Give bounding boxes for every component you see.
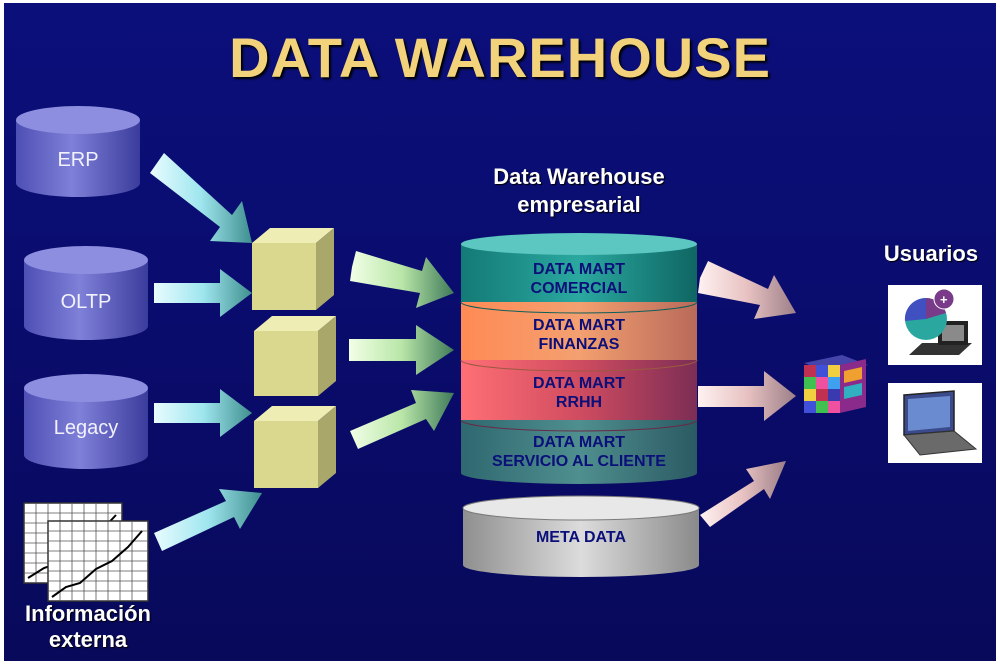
erp-database-icon: [16, 106, 140, 197]
warehouse-heading: Data Warehouse empresarial: [464, 163, 694, 219]
arrow-icon: [150, 153, 252, 243]
staging-cube-icon: [254, 406, 336, 488]
arrow-icon: [350, 390, 454, 449]
user-laptop-chart-icon: +: [888, 285, 982, 365]
mart-line2: SERVICIO AL CLIENTE: [492, 453, 666, 470]
arrow-icon: [349, 325, 454, 375]
arrow-icon: [698, 261, 796, 319]
arrow-icon: [154, 489, 262, 551]
slide: DATA WAREHOUSE: [4, 3, 996, 661]
diagram-canvas: +: [16, 106, 982, 602]
metadata-cylinder: [462, 495, 700, 577]
external-info-line2: externa: [48, 627, 128, 652]
oltp-database-icon: [24, 246, 148, 340]
arrow-icon: [350, 251, 454, 308]
legacy-database-icon: [24, 374, 148, 469]
svg-text:+: +: [940, 292, 948, 307]
mart-line1: DATA MART: [532, 317, 626, 334]
data-mart-comercial: DATA MART COMERCIAL: [461, 260, 697, 298]
data-mart-rrhh: DATA MART RRHH: [461, 374, 697, 412]
arrow-icon: [154, 269, 252, 317]
staging-cube-icon: [254, 316, 336, 396]
mart-line1: DATA MART: [532, 375, 626, 392]
data-mart-finanzas: DATA MART FINANZAS: [461, 316, 697, 354]
mart-line2: COMERCIAL: [530, 280, 628, 297]
mart-line1: DATA MART: [532, 261, 626, 278]
arrow-icon: [154, 389, 252, 437]
data-mart-servicio: DATA MART SERVICIO AL CLIENTE: [461, 433, 697, 471]
data-warehouse-cylinder: [460, 233, 698, 484]
oltp-label: OLTP: [60, 291, 112, 313]
users-heading: Usuarios: [883, 241, 979, 266]
page-title: DATA WAREHOUSE: [229, 26, 771, 89]
arrow-icon: [700, 461, 786, 527]
legacy-label: Legacy: [53, 417, 119, 439]
olap-cube-icon: [804, 355, 868, 413]
mart-line1: DATA MART: [532, 434, 626, 451]
mart-line2: RRHH: [555, 394, 603, 411]
warehouse-heading-line1: Data Warehouse: [493, 164, 665, 189]
user-laptop-icon: [888, 383, 982, 463]
warehouse-heading-line2: empresarial: [517, 192, 641, 217]
arrow-icon: [698, 371, 796, 421]
external-info-label: Información externa: [8, 601, 168, 653]
mart-line2: FINANZAS: [538, 336, 620, 353]
staging-cube-icon: [252, 228, 334, 310]
spreadsheet-chart-icon: [23, 502, 149, 602]
external-info-line1: Información: [25, 601, 151, 626]
erp-label: ERP: [57, 149, 99, 171]
metadata-label: META DATA: [535, 529, 627, 546]
